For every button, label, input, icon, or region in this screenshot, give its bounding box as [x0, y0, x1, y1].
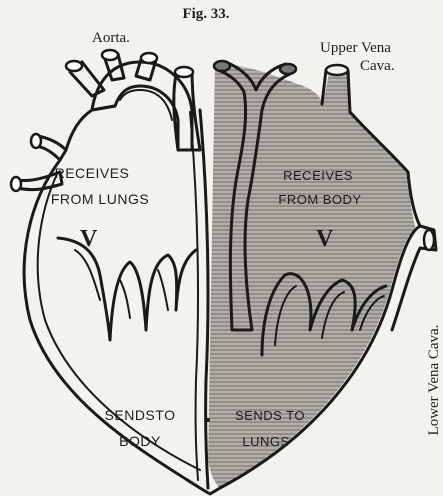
- upper-vena-cava-label-2: Cava.: [360, 58, 395, 74]
- upper-vena-cava-opening: [326, 65, 348, 75]
- left-atrium-top: [66, 106, 115, 150]
- pulmonary-artery: [174, 70, 200, 150]
- left-upper-text-1: RECEIVES: [55, 165, 130, 181]
- right-heart-shaded-half: [208, 62, 416, 488]
- right-upper-text-2: FROM BODY: [278, 192, 361, 207]
- septum: [200, 110, 208, 488]
- upper-vena-cava-label-1: Upper Vena: [320, 40, 391, 56]
- dark-y-left-opening: [214, 61, 230, 71]
- right-upper-text-1: RECEIVES: [283, 168, 353, 183]
- septum-dot: [206, 418, 210, 422]
- right-lower-text-1: SENDS TO: [235, 408, 305, 423]
- dark-y-right-opening: [280, 64, 296, 74]
- aorta-branch-1-opening: [66, 61, 82, 71]
- pulmonary-vein-upper-opening: [31, 134, 41, 148]
- lower-vena-cava-label: Lower Vena Cava.: [426, 325, 442, 436]
- septum-inner: [190, 112, 198, 480]
- aorta-label: Aorta.: [92, 30, 130, 46]
- right-lower-text-2: LUNGS: [242, 434, 289, 449]
- left-lower-text-1: SENDSTO: [105, 407, 176, 423]
- pulmonary-artery-opening: [175, 67, 193, 77]
- aorta-branch-2-opening: [102, 50, 118, 60]
- right-ventricle-mark: V: [316, 226, 334, 252]
- pulmonary-vein-lower-opening: [11, 177, 21, 191]
- left-inner-wall: [38, 172, 200, 470]
- figure-title: Fig. 33.: [182, 6, 229, 22]
- left-lower-text-2: BODY: [119, 433, 161, 449]
- lower-vena-cava-opening: [424, 230, 434, 250]
- left-upper-text-2: FROM LUNGS: [51, 191, 149, 207]
- left-ventricle-mark: V: [80, 226, 98, 252]
- aorta-branch-3-opening: [141, 53, 157, 63]
- left-valve-cusps-inner: [75, 250, 168, 318]
